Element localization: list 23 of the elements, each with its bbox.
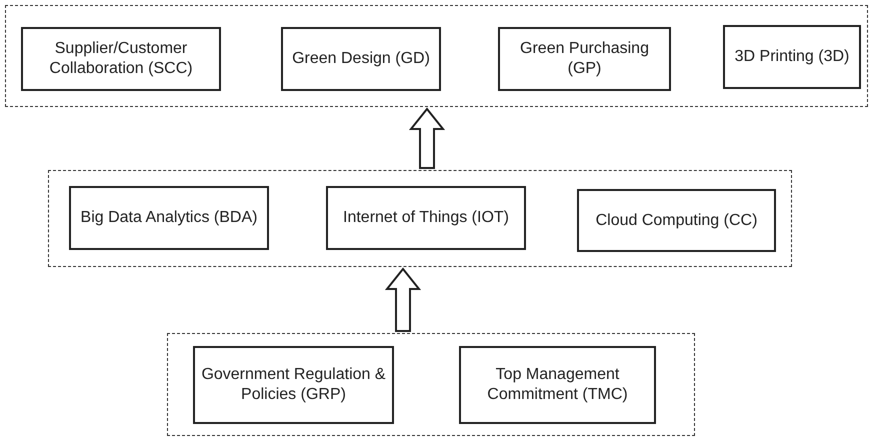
box-label: Internet of Things (IOT) bbox=[343, 208, 509, 228]
process-box bbox=[21, 27, 221, 91]
block-arrow bbox=[408, 107, 446, 169]
process-box bbox=[459, 346, 656, 424]
box-label: Big Data Analytics (BDA) bbox=[80, 208, 258, 228]
box-label: 3D Printing (3D) bbox=[734, 47, 850, 67]
box-label: Supplier/Customer Collaboration (SCC) bbox=[48, 39, 194, 79]
process-box bbox=[69, 186, 269, 250]
process-box bbox=[577, 189, 776, 252]
box-label: Green Purchasing (GP) bbox=[519, 39, 650, 79]
box-label: Government Regulation & Policies (GRP) bbox=[201, 365, 386, 405]
process-box bbox=[281, 27, 441, 91]
process-box bbox=[498, 27, 671, 91]
process-box bbox=[326, 186, 526, 250]
process-box bbox=[723, 25, 861, 89]
box-label: Top Management Commitment (TMC) bbox=[486, 365, 629, 405]
group-frame bbox=[5, 5, 868, 107]
box-label: Green Design (GD) bbox=[292, 49, 430, 69]
box-label: Cloud Computing (CC) bbox=[596, 210, 758, 230]
group-frame bbox=[167, 333, 695, 436]
group-frame bbox=[48, 170, 792, 267]
block-arrow bbox=[384, 267, 422, 332]
process-box bbox=[193, 346, 394, 424]
